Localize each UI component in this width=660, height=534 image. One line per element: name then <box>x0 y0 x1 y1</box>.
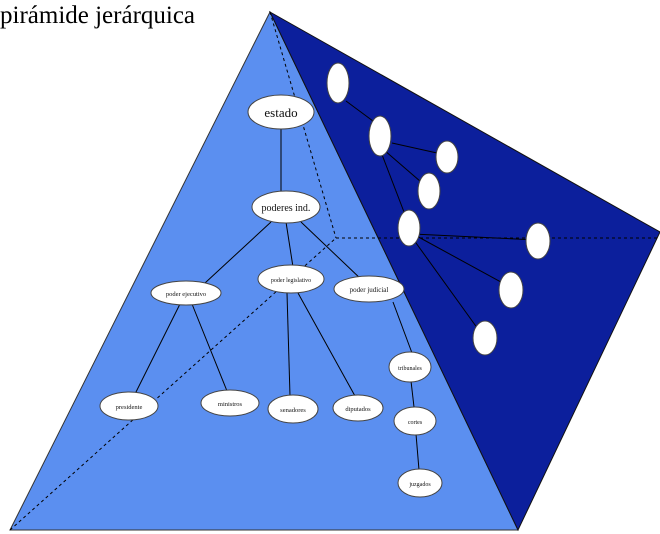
node-cortes-label: cortes <box>408 420 423 426</box>
hidden-edge-base-left <box>9 237 337 531</box>
node-tribunales: tribunales <box>388 351 432 383</box>
front-tree-edges <box>133 128 420 471</box>
node-presidente: presidente <box>99 391 159 421</box>
side-node <box>435 140 459 174</box>
node-tribunales-label: tribunales <box>398 366 422 372</box>
node-level1-label: poderes ind. <box>262 203 311 214</box>
node-poder-ejecutivo-label: poder ejecutivo <box>166 291 206 298</box>
node-diputados: diputados <box>332 394 384 422</box>
node-poder-judicial-label: poder judicial <box>350 286 389 294</box>
side-node <box>417 172 441 210</box>
node-poder-ejecutivo: poder ejecutivo <box>150 280 222 306</box>
node-level1: poderes ind. <box>251 190 321 224</box>
side-node <box>368 115 392 157</box>
pyramid-side-face <box>268 10 660 532</box>
node-root-label: estado <box>264 105 297 120</box>
side-node <box>498 271 524 309</box>
node-senadores: senadores <box>267 394 319 424</box>
node-ministros-label: ministros <box>218 401 243 408</box>
node-juzgados: juzgados <box>397 468 443 498</box>
side-node <box>397 209 421 247</box>
node-presidente-label: presidente <box>116 404 143 411</box>
side-node <box>472 320 498 356</box>
node-ministros: ministros <box>200 389 260 417</box>
front-tree-nodes: estado poderes ind. poder ejecutivo pode… <box>99 94 443 498</box>
node-juzgados-label: juzgados <box>408 482 431 488</box>
node-root: estado <box>247 94 315 130</box>
side-tree-nodes <box>326 62 551 356</box>
node-cortes: cortes <box>393 406 437 436</box>
node-senadores-label: senadores <box>280 407 306 414</box>
side-node <box>326 62 350 104</box>
node-poder-legislativo-label: poder legislativo <box>271 278 311 284</box>
caption-text: pirámide jerárquica <box>0 2 196 29</box>
node-poder-legislativo: poder legislativo <box>257 264 325 294</box>
node-diputados-label: diputados <box>345 406 371 413</box>
side-node <box>525 222 551 260</box>
node-poder-judicial: poder judicial <box>333 275 405 303</box>
